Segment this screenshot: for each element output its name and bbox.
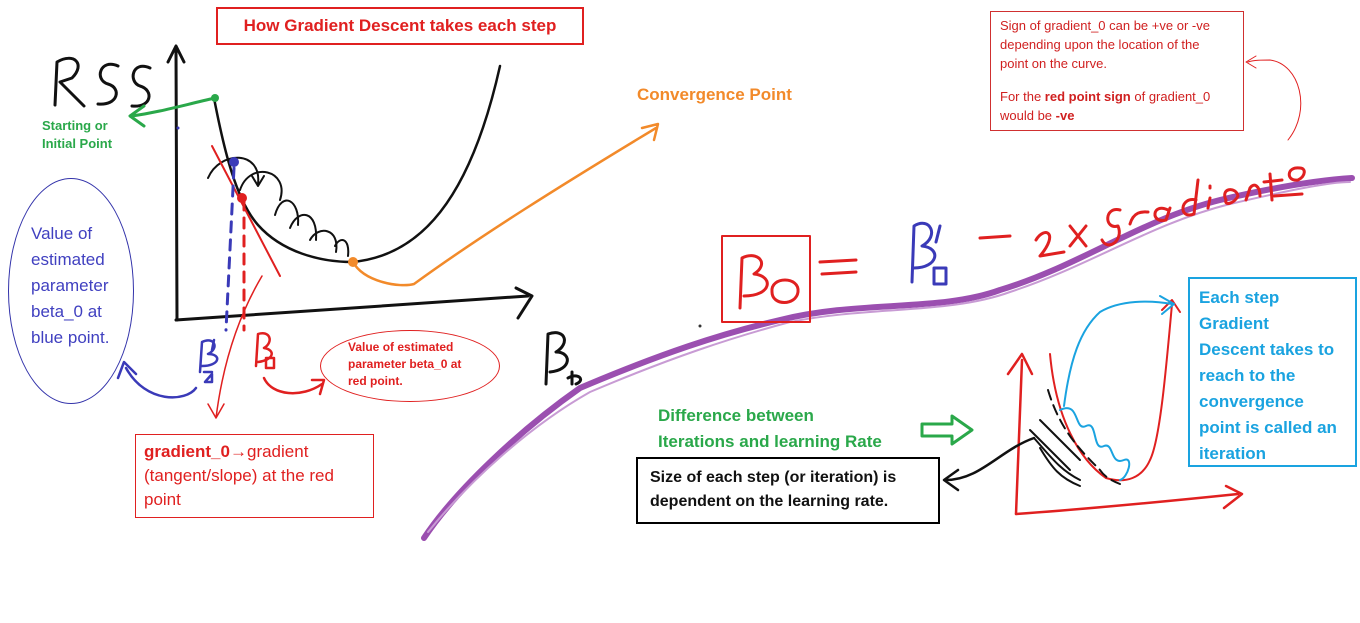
beta0-axis-label — [544, 331, 582, 386]
sign-note-line-2: depending upon the location of the — [1000, 37, 1200, 52]
red-point-arrow — [262, 376, 326, 396]
step-arrows — [207, 156, 350, 257]
beta0-formula-symbol — [738, 254, 800, 310]
step-size-note: Size of each step (or iteration) is depe… — [636, 457, 940, 524]
sign-note-line-5: would be -ve — [1000, 108, 1075, 123]
small-x-axis — [1014, 484, 1244, 516]
gradient-definition-note: gradient_0→gradient (tangent/slope) at t… — [135, 434, 374, 518]
size-note-arrow — [942, 436, 1036, 492]
beta0-formula-box — [721, 235, 811, 323]
starting-point-label: Starting or Initial Point — [42, 118, 113, 151]
iteration-definition-note: Each step Gradient Descent takes to reac… — [1188, 277, 1357, 467]
sign-note-line-3: point on the curve. — [1000, 56, 1107, 71]
difference-arrow — [920, 414, 974, 446]
tangent-line — [211, 145, 281, 277]
convergence-arrow — [351, 122, 660, 287]
sign-note-arrow — [1245, 55, 1302, 141]
red-point-note: Value of estimated parameter beta_0 at r… — [320, 330, 500, 402]
gradient-term: gradient_0 — [144, 442, 230, 461]
red-point-dot — [237, 193, 247, 203]
starting-point-arrow — [128, 96, 217, 128]
sign-note-line-4: For the red point sign of gradient_0 — [1000, 89, 1211, 104]
blue-dashed-line — [224, 166, 236, 332]
blue-point-note: Value of estimated parameter beta_0 at b… — [8, 178, 134, 404]
small-steps-black — [1047, 389, 1121, 485]
small-curve — [1049, 299, 1181, 482]
blue-point-dot — [229, 157, 239, 167]
blue-point-arrow — [116, 360, 198, 399]
y-axis — [166, 44, 186, 322]
beta0-prime-formula — [910, 222, 948, 286]
small-y-axis — [1006, 352, 1034, 516]
small-lr-lines — [1029, 419, 1081, 487]
beta0-prime-blue-label — [198, 338, 219, 384]
difference-label: Difference between Iterations and learni… — [658, 406, 882, 451]
gradient-arrow — [207, 275, 263, 419]
beta0-red-label — [254, 331, 276, 370]
small-steps-blue — [1059, 295, 1175, 481]
gradient-formula-handwriting — [978, 166, 1306, 258]
sign-note-line-1: Sign of gradient_0 can be +ve or -ve — [1000, 18, 1210, 33]
gradient-sign-note: Sign of gradient_0 can be +ve or -ve dep… — [990, 11, 1244, 131]
equals-sign — [818, 258, 858, 276]
diagram-title: How Gradient Descent takes each step — [216, 7, 584, 45]
convergence-point-label: Convergence Point — [637, 85, 792, 104]
x-axis — [174, 286, 534, 322]
separator-stroke — [421, 175, 1355, 541]
arrow-icon: → — [229, 442, 247, 461]
rss-axis-label — [53, 56, 152, 108]
